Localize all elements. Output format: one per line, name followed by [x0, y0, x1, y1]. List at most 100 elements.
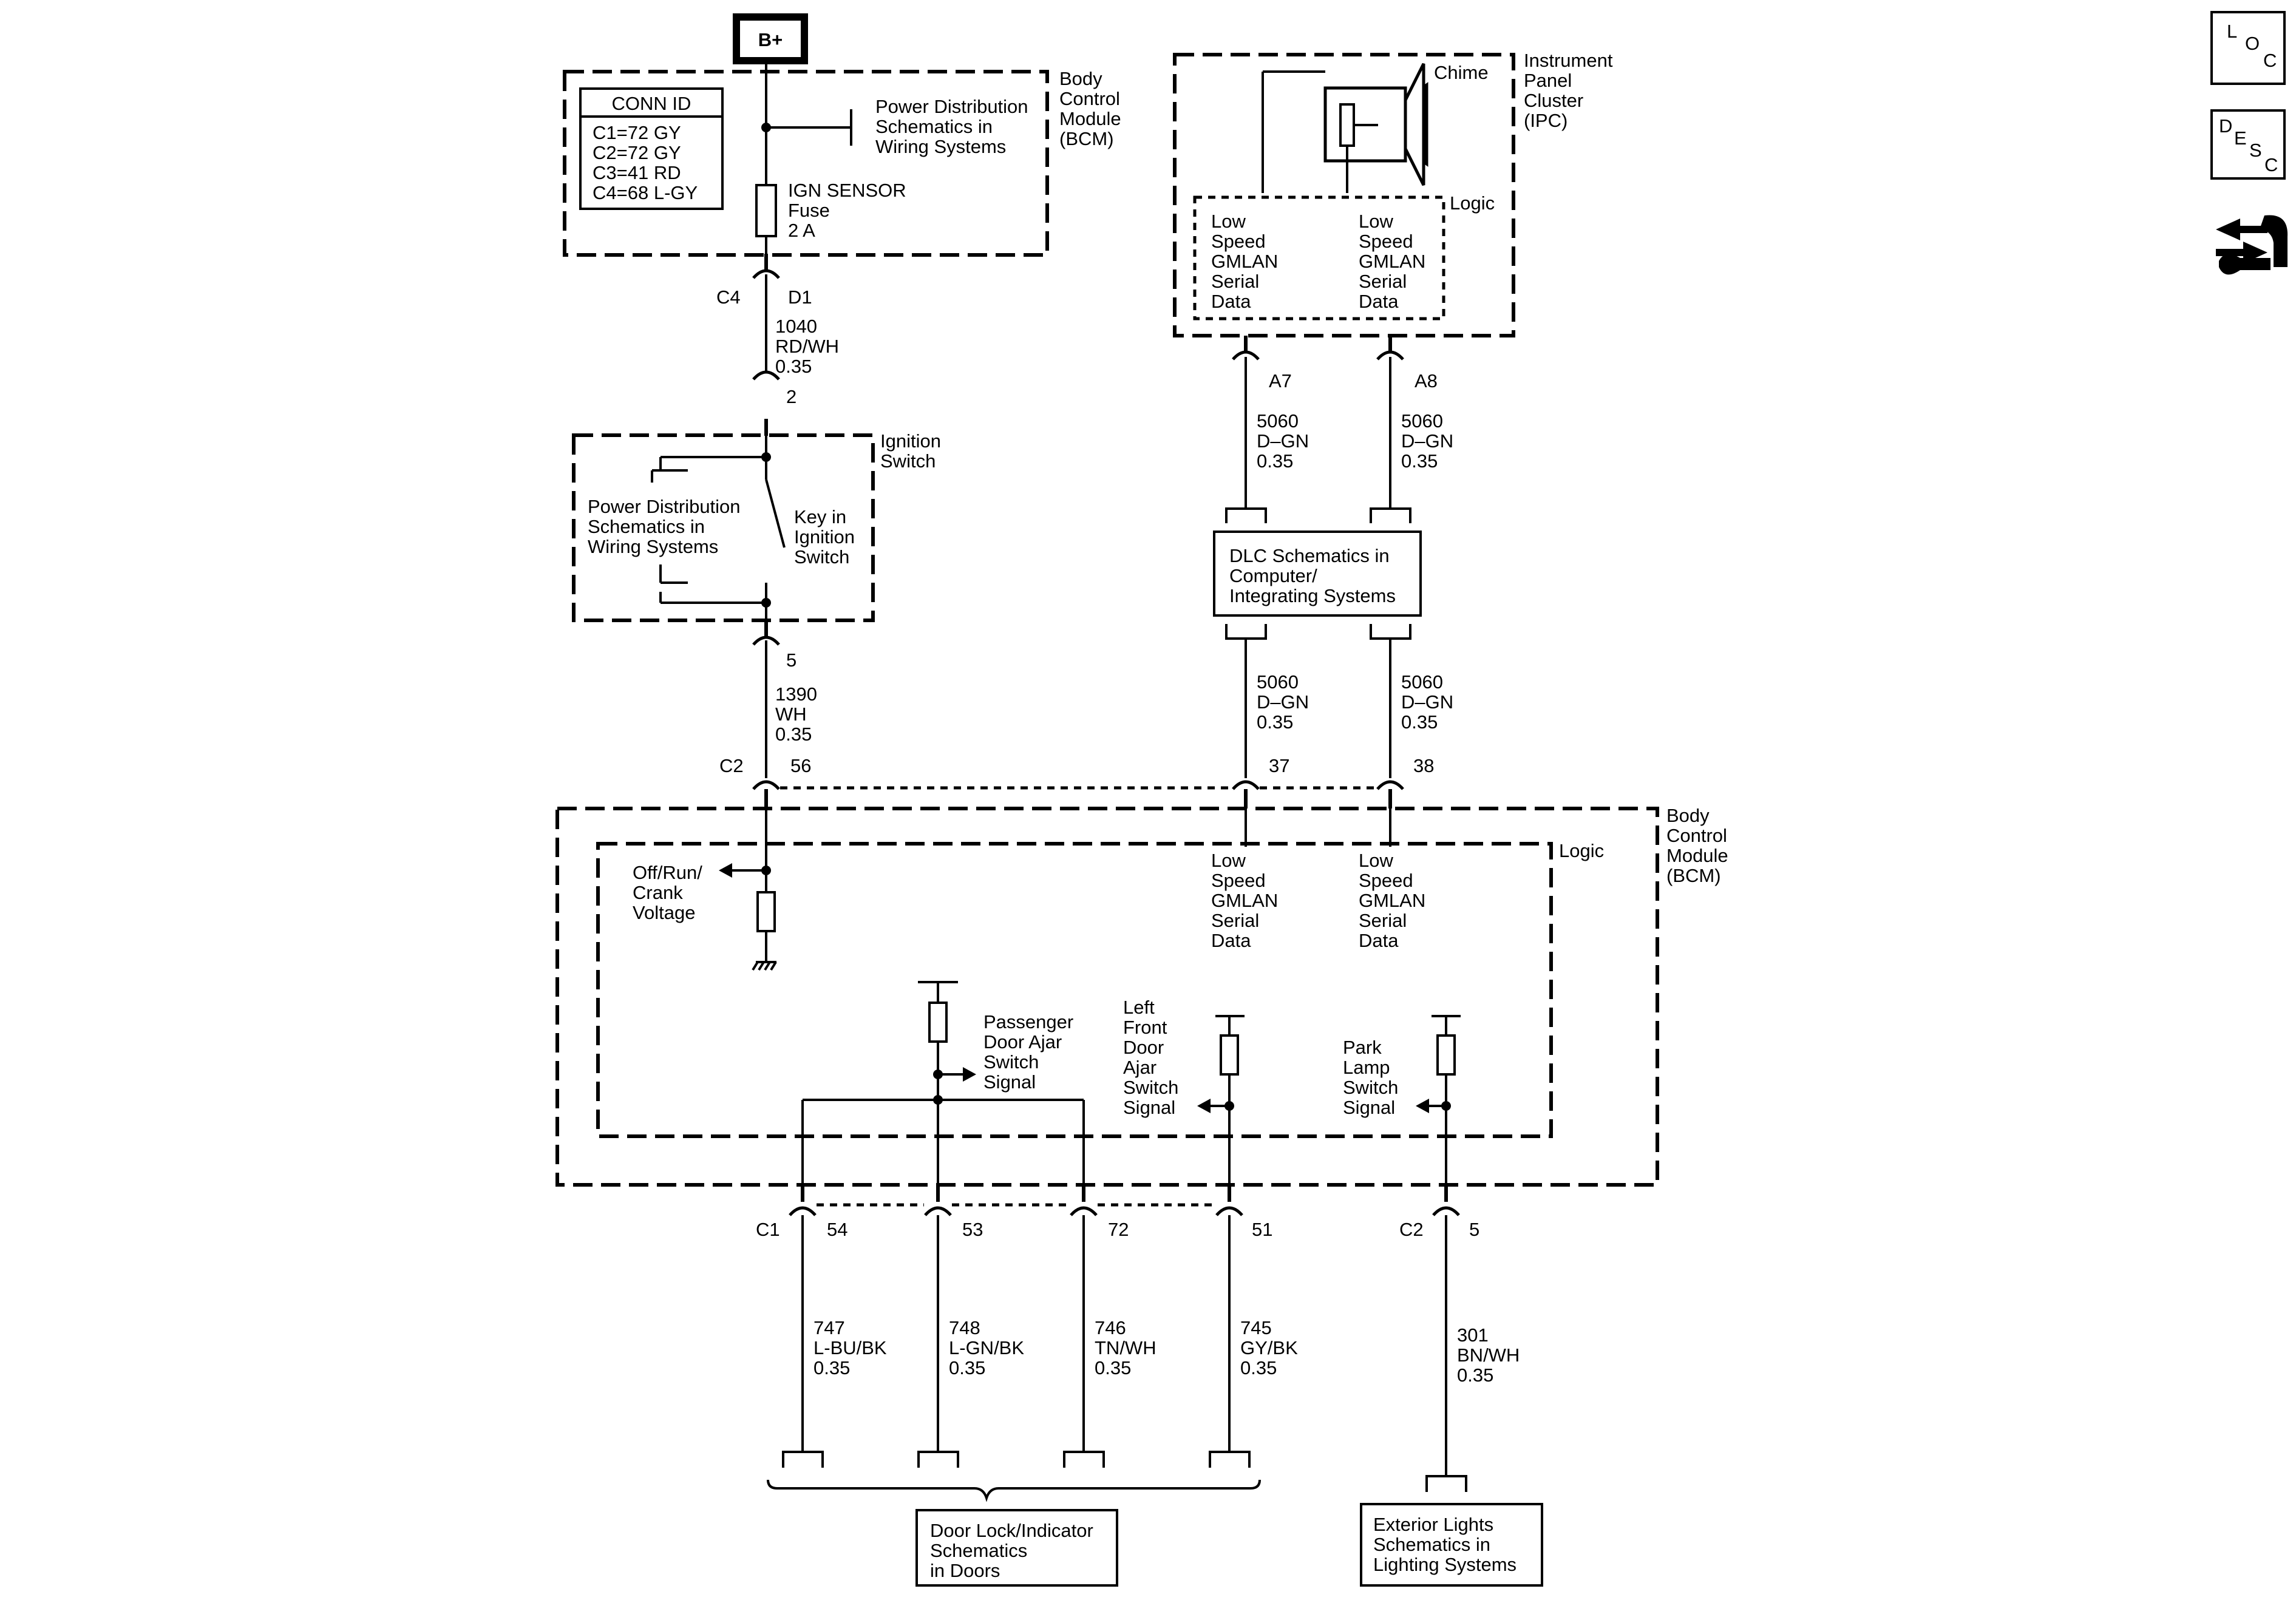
passenger-door-ajar-label: Passenger Door Ajar Switch Signal	[983, 1011, 1073, 1093]
svg-text:Data: Data	[1211, 291, 1251, 312]
svg-text:Serial: Serial	[1359, 910, 1407, 931]
svg-text:Lighting Systems: Lighting Systems	[1373, 1554, 1517, 1575]
bcm-top-label: Body Control Module (BCM)	[1059, 68, 1121, 149]
svg-text:0.35: 0.35	[1457, 1364, 1493, 1386]
svg-text:BN/WH: BN/WH	[1457, 1344, 1520, 1366]
svg-text:Park: Park	[1343, 1037, 1382, 1058]
wire-301-label: 301 BN/WH 0.35	[1457, 1324, 1520, 1386]
svg-text:Body: Body	[1666, 805, 1710, 826]
dlc-reference: DLC Schematics in Computer/ Integrating …	[1213, 507, 1422, 640]
ignition-switch: 2 Ignition Switch Power Distribution Sch…	[572, 370, 941, 671]
svg-text:0.35: 0.35	[1401, 711, 1438, 733]
wire-748-label: 748 L-GN/BK 0.35	[949, 1317, 1024, 1378]
conn-id-title: CONN ID	[612, 93, 691, 114]
svg-text:Module: Module	[1059, 108, 1121, 129]
svg-text:Speed: Speed	[1211, 231, 1266, 252]
svg-text:Door Lock/Indicator: Door Lock/Indicator	[930, 1520, 1093, 1541]
svg-text:Logic: Logic	[1450, 192, 1495, 214]
svg-text:Front: Front	[1123, 1017, 1167, 1038]
svg-text:WH: WH	[775, 703, 807, 725]
svg-text:DLC Schematics in: DLC Schematics in	[1229, 545, 1390, 566]
ign-sensor-fuse	[755, 184, 777, 237]
svg-text:A8: A8	[1415, 370, 1438, 392]
svg-text:72: 72	[1108, 1219, 1129, 1240]
svg-text:in Doors: in Doors	[930, 1560, 1000, 1581]
conn-id-c4: C4=68 L-GY	[593, 182, 698, 203]
svg-text:D–GN: D–GN	[1257, 691, 1309, 713]
battery-terminal: B+	[733, 13, 808, 64]
svg-text:Low: Low	[1211, 211, 1246, 232]
svg-text:Off/Run/: Off/Run/	[633, 862, 702, 883]
chime-icon	[1323, 63, 1428, 186]
connector-c2-row: C2 56 37 38	[719, 755, 1434, 808]
svg-text:GMLAN: GMLAN	[1359, 251, 1425, 272]
svg-text:56: 56	[790, 755, 811, 776]
svg-text:C2: C2	[1399, 1219, 1424, 1240]
svg-text:GY/BK: GY/BK	[1240, 1337, 1298, 1358]
wrench-arrow-icon[interactable]	[2216, 215, 2288, 275]
svg-text:Data: Data	[1359, 930, 1399, 951]
loc-icon[interactable]: L O C	[2210, 11, 2286, 85]
battery-label: B+	[758, 29, 783, 50]
input-resistor	[756, 891, 776, 932]
svg-text:Module: Module	[1666, 845, 1728, 866]
svg-text:Chime: Chime	[1434, 62, 1489, 83]
svg-text:(BCM): (BCM)	[1059, 128, 1114, 149]
svg-text:Wiring Systems: Wiring Systems	[875, 136, 1006, 157]
wire-5060-upper-left-label: 5060 D–GN 0.35	[1257, 410, 1309, 472]
svg-text:37: 37	[1269, 755, 1289, 776]
ground-icon	[752, 961, 777, 971]
svg-text:Speed: Speed	[1211, 870, 1266, 891]
svg-text:C: C	[2264, 154, 2278, 175]
left-front-door-ajar-label: Left Front Door Ajar Switch Signal	[1123, 997, 1178, 1118]
svg-text:0.35: 0.35	[1401, 450, 1438, 472]
conn-id-c3: C3=41 RD	[593, 162, 681, 183]
fuse-label: IGN SENSOR Fuse 2 A	[788, 180, 906, 241]
svg-text:745: 745	[1240, 1317, 1272, 1338]
svg-text:Voltage: Voltage	[633, 902, 695, 923]
svg-text:Switch: Switch	[1123, 1077, 1178, 1098]
svg-text:2 A: 2 A	[788, 220, 815, 241]
svg-text:O: O	[2245, 33, 2260, 54]
svg-text:D1: D1	[788, 286, 812, 308]
desc-icon[interactable]: D E S C	[2210, 109, 2286, 180]
conn-id-table: CONN ID C1=72 GY C2=72 GY C3=41 RD C4=68…	[579, 87, 724, 210]
svg-text:L-BU/BK: L-BU/BK	[813, 1337, 887, 1358]
svg-text:Switch: Switch	[794, 546, 849, 568]
svg-text:Panel: Panel	[1524, 70, 1572, 91]
svg-text:0.35: 0.35	[1257, 711, 1293, 733]
svg-text:0.35: 0.35	[775, 356, 812, 377]
svg-text:GMLAN: GMLAN	[1211, 251, 1278, 272]
svg-text:D–GN: D–GN	[1401, 430, 1453, 452]
bcm-serial-left: Low Speed GMLAN Serial Data	[1211, 850, 1278, 951]
svg-text:54: 54	[827, 1219, 847, 1240]
off-run-crank-voltage-label: Off/Run/ Crank Voltage	[633, 862, 702, 923]
wire-5060-upper-right-label: 5060 D–GN 0.35	[1401, 410, 1453, 472]
svg-text:L-GN/BK: L-GN/BK	[949, 1337, 1024, 1358]
svg-text:Low: Low	[1359, 850, 1393, 871]
wire-747-label: 747 L-BU/BK 0.35	[813, 1317, 887, 1378]
svg-text:Ignition: Ignition	[880, 430, 941, 452]
svg-text:D: D	[2219, 115, 2232, 137]
svg-text:Power Distribution: Power Distribution	[875, 96, 1028, 117]
svg-text:Passenger: Passenger	[983, 1011, 1073, 1032]
svg-text:C4: C4	[716, 286, 741, 308]
svg-text:0.35: 0.35	[949, 1357, 985, 1378]
svg-text:0.35: 0.35	[1240, 1357, 1277, 1378]
svg-text:Power Distribution: Power Distribution	[588, 496, 741, 517]
svg-text:Control: Control	[1666, 825, 1727, 846]
connector-c4-d1: C4 D1	[716, 254, 812, 308]
key-in-ignition-switch: Key in Ignition Switch	[794, 506, 855, 568]
svg-text:Switch: Switch	[880, 450, 936, 472]
svg-text:Computer/: Computer/	[1229, 565, 1317, 586]
svg-text:0.35: 0.35	[1257, 450, 1293, 472]
door-lock-terminals	[767, 1451, 1261, 1502]
svg-text:0.35: 0.35	[1095, 1357, 1131, 1378]
svg-text:Schematics in: Schematics in	[588, 516, 705, 537]
svg-text:38: 38	[1413, 755, 1434, 776]
svg-text:Logic: Logic	[1559, 840, 1604, 861]
svg-text:D–GN: D–GN	[1257, 430, 1309, 452]
svg-text:53: 53	[962, 1219, 983, 1240]
svg-text:Low: Low	[1359, 211, 1393, 232]
svg-text:Control: Control	[1059, 88, 1120, 109]
